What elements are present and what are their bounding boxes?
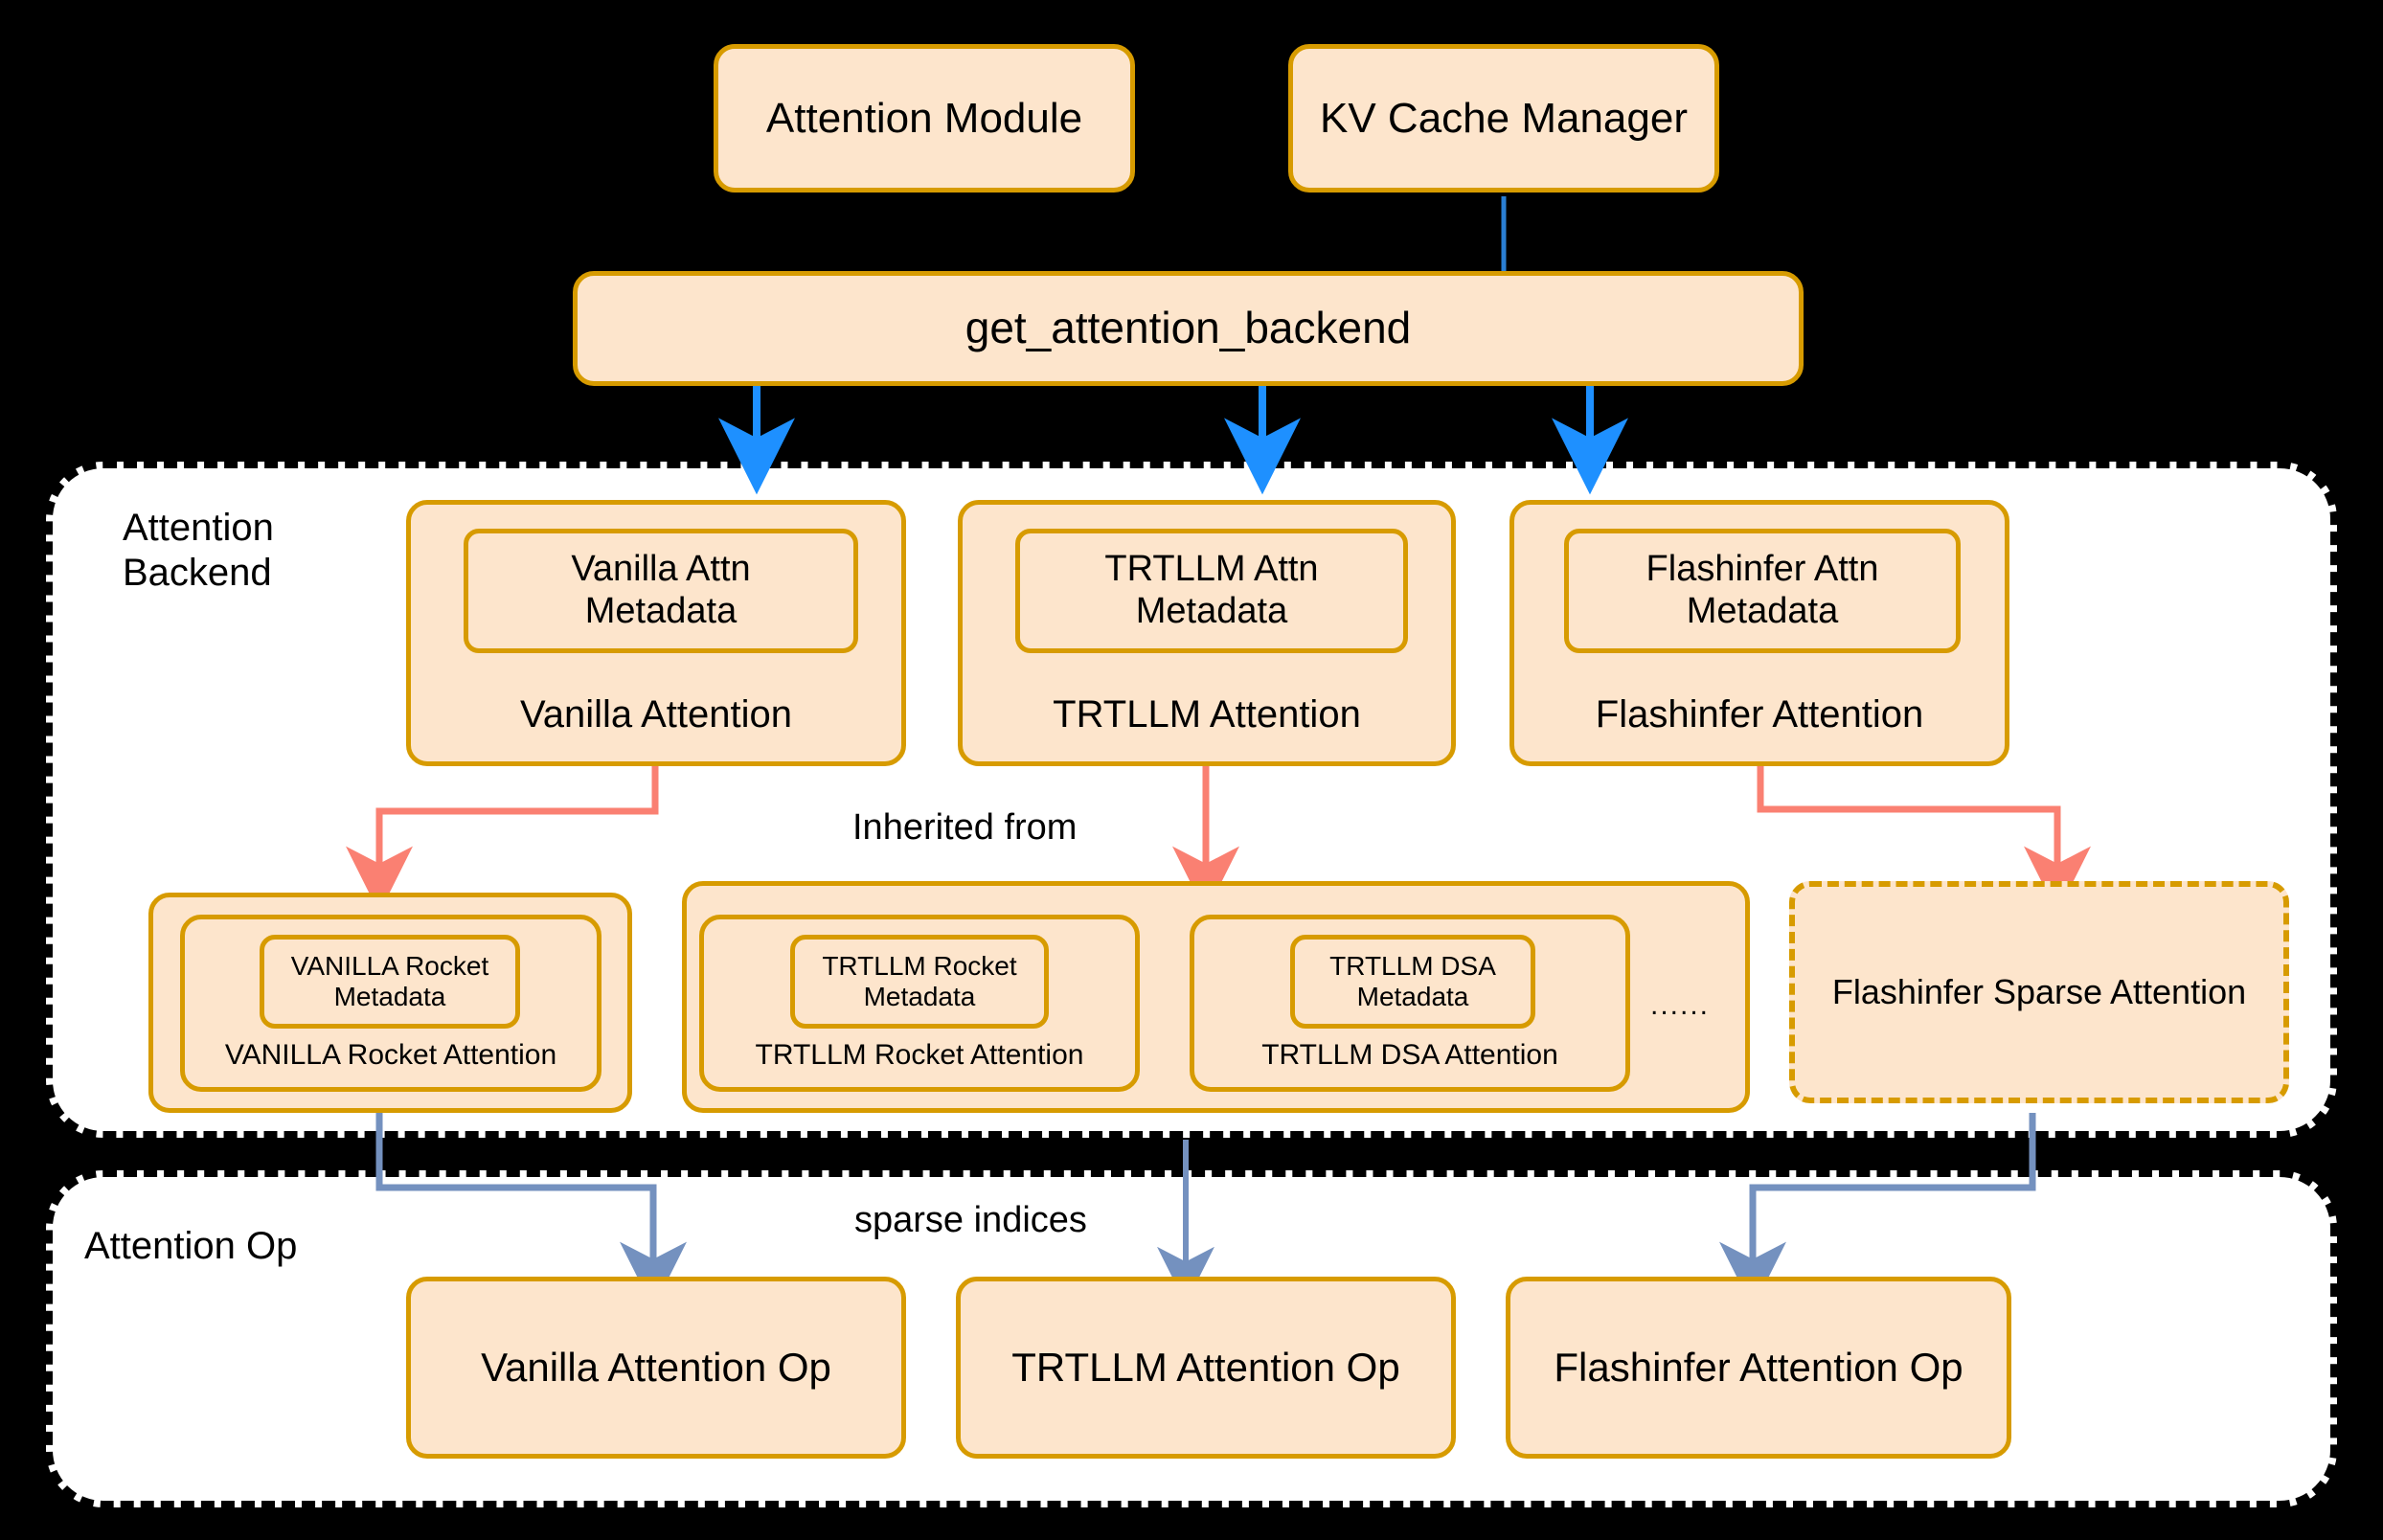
node-flashinfer-sparse-attention-label: Flashinfer Sparse Attention xyxy=(1831,971,2247,1011)
classbox-vanilla-rocket-attention[interactable]: VANILLA Rocket Metadata VANILLA Rocket A… xyxy=(180,915,601,1092)
classbox-vanilla-attention-name: Vanilla Attention xyxy=(520,693,792,736)
edge-label-sparse-indices: sparse indices xyxy=(854,1200,1087,1240)
metadata-flashinfer-attn-label: Flashinfer Attn Metadata xyxy=(1645,549,1879,631)
node-flashinfer-attention-op[interactable]: Flashinfer Attention Op xyxy=(1506,1277,2011,1459)
node-kv-cache-manager-label: KV Cache Manager xyxy=(1320,94,1688,142)
node-get-attention-backend-label: get_attention_backend xyxy=(965,303,1412,353)
classbox-trtllm-rocket-attention-name: TRTLLM Rocket Attention xyxy=(755,1039,1084,1071)
metadata-trtllm-dsa-label: TRTLLM DSA Metadata xyxy=(1329,950,1496,1011)
metadata-vanilla-rocket-label: VANILLA Rocket Metadata xyxy=(290,950,489,1011)
classbox-flashinfer-attention-name: Flashinfer Attention xyxy=(1595,693,1924,736)
node-vanilla-attention-op-label: Vanilla Attention Op xyxy=(481,1345,831,1391)
node-flashinfer-attention-op-label: Flashinfer Attention Op xyxy=(1554,1345,1963,1391)
metadata-vanilla-attn[interactable]: Vanilla Attn Metadata xyxy=(464,529,858,653)
classbox-trtllm-rocket-attention[interactable]: TRTLLM Rocket Metadata TRTLLM Rocket Att… xyxy=(699,915,1140,1092)
metadata-trtllm-rocket-label: TRTLLM Rocket Metadata xyxy=(822,950,1017,1011)
metadata-trtllm-attn[interactable]: TRTLLM Attn Metadata xyxy=(1015,529,1408,653)
node-kv-cache-manager[interactable]: KV Cache Manager xyxy=(1288,44,1719,192)
metadata-flashinfer-attn[interactable]: Flashinfer Attn Metadata xyxy=(1564,529,1961,653)
node-attention-module[interactable]: Attention Module xyxy=(714,44,1135,192)
classbox-vanilla-rocket-attention-name: VANILLA Rocket Attention xyxy=(224,1039,557,1071)
node-trtllm-attention-op[interactable]: TRTLLM Attention Op xyxy=(956,1277,1456,1459)
node-trtllm-attention-op-label: TRTLLM Attention Op xyxy=(1011,1345,1400,1391)
node-flashinfer-sparse-attention[interactable]: Flashinfer Sparse Attention xyxy=(1789,881,2289,1103)
classbox-trtllm-attention[interactable]: TRTLLM Attn Metadata TRTLLM Attention xyxy=(958,500,1456,766)
metadata-vanilla-rocket[interactable]: VANILLA Rocket Metadata xyxy=(260,935,520,1029)
classbox-trtllm-dsa-attention-name: TRTLLM DSA Attention xyxy=(1261,1039,1558,1071)
metadata-trtllm-dsa[interactable]: TRTLLM DSA Metadata xyxy=(1290,935,1535,1029)
classbox-vanilla-attention[interactable]: Vanilla Attn Metadata Vanilla Attention xyxy=(406,500,906,766)
metadata-trtllm-rocket[interactable]: TRTLLM Rocket Metadata xyxy=(790,935,1049,1029)
group-label-attention-op: Attention Op xyxy=(84,1225,298,1267)
node-get-attention-backend[interactable]: get_attention_backend xyxy=(573,271,1804,386)
edge-label-inherited-from: Inherited from xyxy=(852,807,1078,848)
group-label-attention-backend: Attention Backend xyxy=(123,507,274,595)
classbox-trtllm-dsa-attention[interactable]: TRTLLM DSA Metadata TRTLLM DSA Attention xyxy=(1190,915,1630,1092)
classbox-flashinfer-attention[interactable]: Flashinfer Attn Metadata Flashinfer Atte… xyxy=(1509,500,2009,766)
metadata-vanilla-attn-label: Vanilla Attn Metadata xyxy=(571,549,751,631)
classbox-trtllm-attention-name: TRTLLM Attention xyxy=(1053,693,1361,736)
node-attention-module-label: Attention Module xyxy=(765,94,1083,142)
node-vanilla-attention-op[interactable]: Vanilla Attention Op xyxy=(406,1277,906,1459)
metadata-trtllm-attn-label: TRTLLM Attn Metadata xyxy=(1104,549,1319,631)
sparse-group-trtllm-ellipsis: ...... xyxy=(1650,989,1711,1021)
